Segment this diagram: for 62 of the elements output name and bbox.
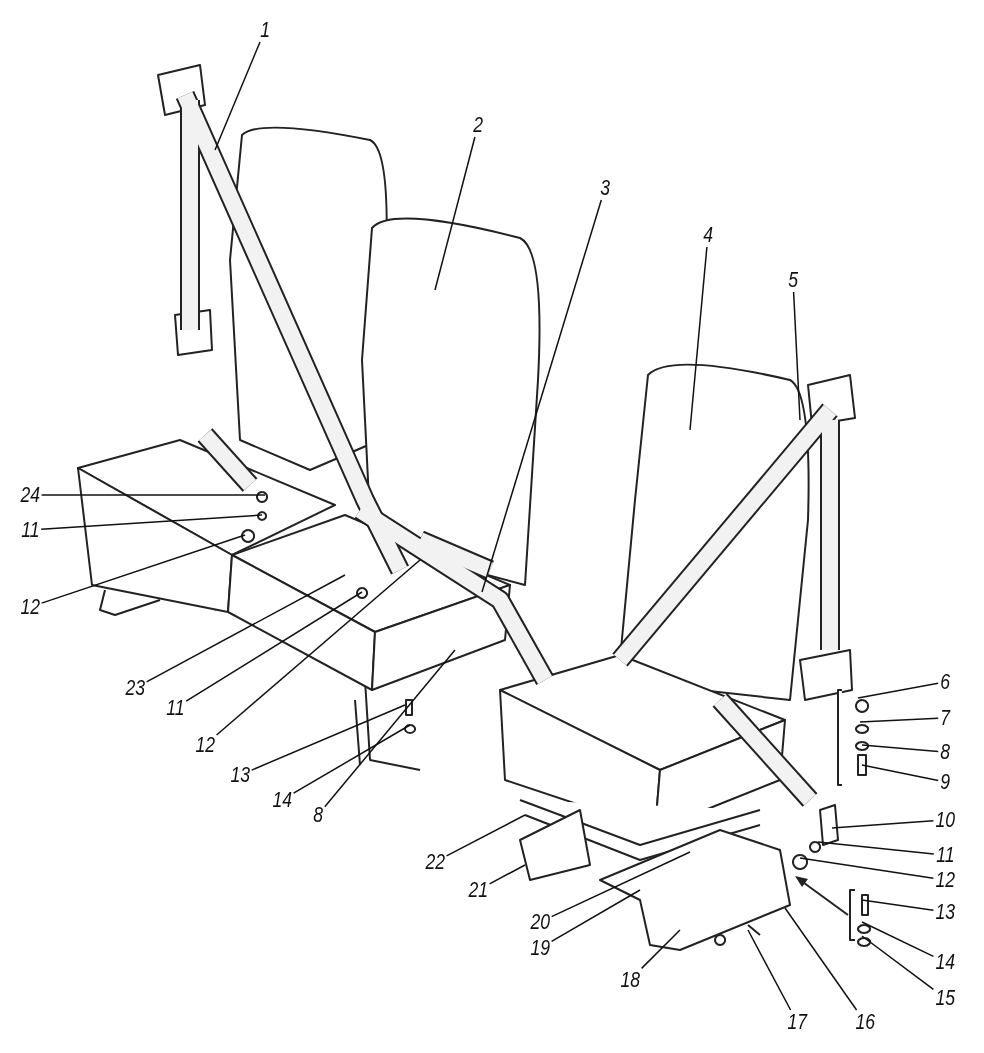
- callout-number: 18: [620, 968, 641, 992]
- leader-line: [861, 935, 935, 991]
- callout-number: 4: [703, 223, 713, 247]
- leader-line: [445, 814, 526, 857]
- leader-line: [434, 136, 476, 291]
- leader-line: [292, 724, 411, 794]
- leader-line: [40, 534, 246, 604]
- callout-number: 11: [165, 696, 185, 720]
- callout-number: 13: [230, 763, 251, 787]
- leader-line: [859, 717, 939, 723]
- callout-number: 2: [473, 113, 483, 137]
- callout-number: 8: [940, 740, 950, 764]
- callout-number: 5: [788, 268, 798, 292]
- leader-line: [324, 649, 456, 808]
- callout-number: 7: [940, 706, 950, 730]
- callout-number: 15: [935, 986, 956, 1010]
- leader-line: [689, 246, 708, 431]
- leader-line: [861, 899, 935, 912]
- callout-number: 24: [20, 483, 41, 507]
- leader-line: [747, 929, 792, 1011]
- callout-number: 19: [530, 936, 551, 960]
- leader-line: [831, 820, 935, 829]
- leader-line: [250, 704, 406, 771]
- callout-number: 17: [787, 1010, 808, 1034]
- leader-line: [185, 591, 363, 702]
- leader-line: [550, 851, 691, 918]
- callout-number: 12: [195, 733, 216, 757]
- leader-line: [792, 291, 801, 421]
- leader-line: [817, 841, 935, 855]
- leader-line: [488, 864, 526, 885]
- callout-number: 6: [940, 670, 950, 694]
- leader-line: [40, 514, 263, 531]
- leader-line: [145, 574, 346, 683]
- callout-number: 22: [425, 850, 446, 874]
- leader-line: [861, 921, 935, 958]
- callout-number: 14: [935, 950, 956, 974]
- leader-line: [40, 494, 266, 496]
- callout-number: 23: [125, 676, 146, 700]
- callout-number: 20: [530, 910, 551, 934]
- callout-number: 10: [935, 808, 956, 832]
- callout-number: 12: [935, 868, 956, 892]
- leader-line: [861, 744, 939, 753]
- callout-number: 14: [272, 788, 293, 812]
- callout-number: 8: [313, 803, 323, 827]
- leader-line: [861, 764, 939, 782]
- leader-line: [481, 199, 603, 593]
- callout-number: 3: [600, 176, 610, 200]
- leader-line: [799, 857, 935, 879]
- callout-number: 9: [940, 770, 950, 794]
- leader-line: [640, 929, 681, 970]
- callout-number: 11: [20, 518, 40, 542]
- callout-number: 13: [935, 900, 956, 924]
- leader-line: [784, 907, 858, 1011]
- callout-number: 12: [20, 595, 41, 619]
- leader-line: [550, 889, 641, 943]
- callout-number: 21: [468, 878, 489, 902]
- leader-line: [214, 41, 261, 151]
- callout-number: 16: [855, 1010, 876, 1034]
- callout-number: 11: [935, 843, 955, 867]
- leader-line: [857, 682, 939, 699]
- leader-line: [215, 559, 421, 736]
- callout-number: 1: [260, 18, 270, 42]
